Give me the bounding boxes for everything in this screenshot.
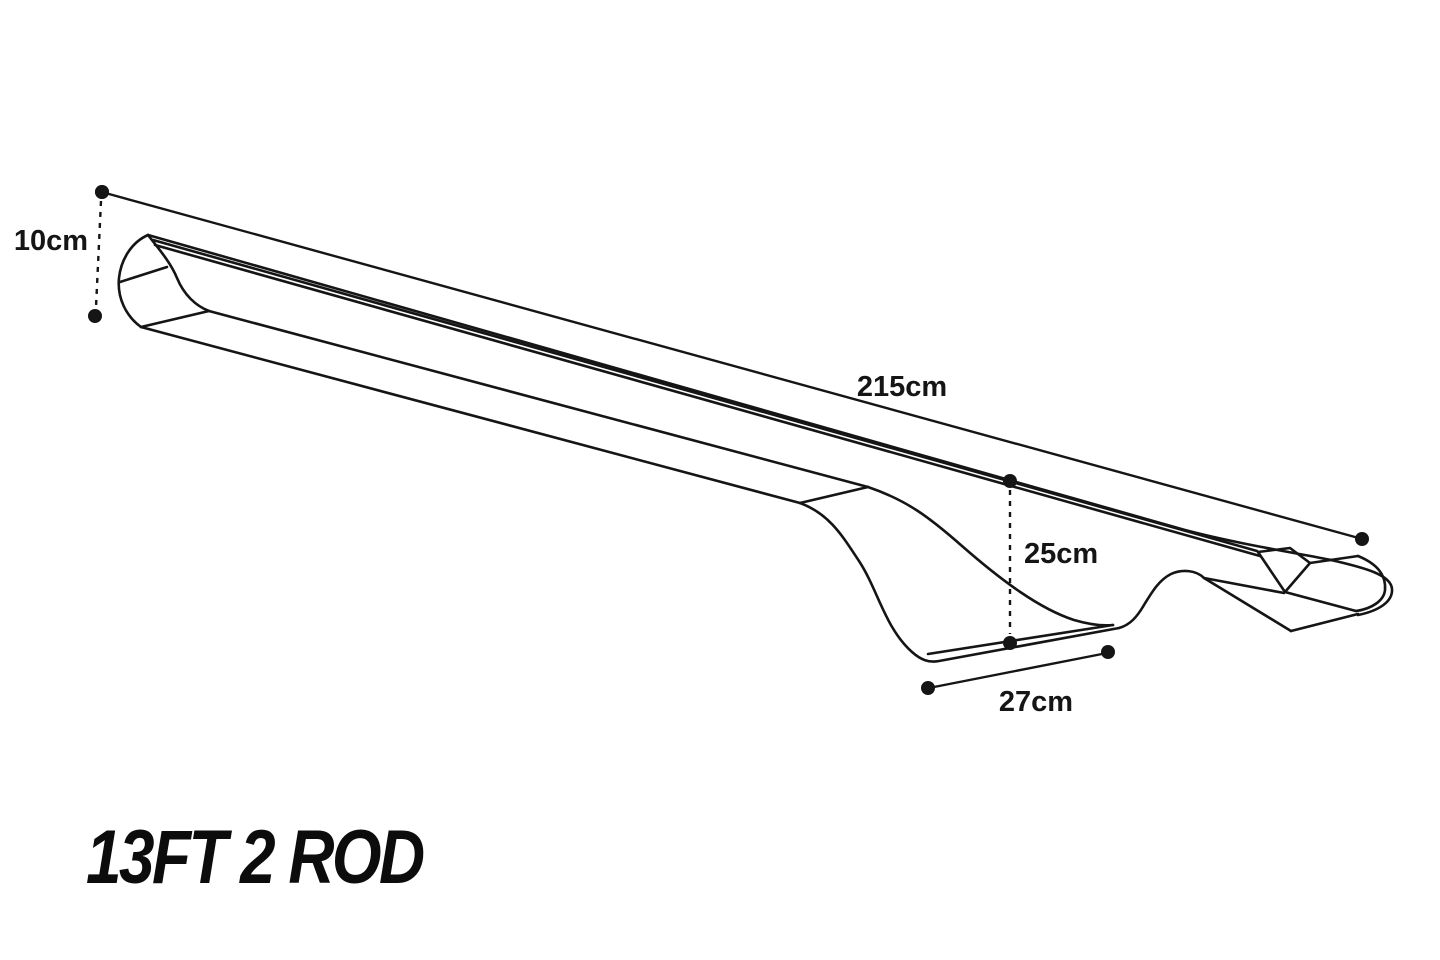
- end-bottom-edge: [1289, 612, 1360, 633]
- hump-to-facet-edge: [1202, 576, 1286, 595]
- dim-25cm-bottom-dot: [1003, 636, 1017, 650]
- dim-215cm-line: [107, 192, 1357, 539]
- pocket-front-curve: [866, 485, 1115, 627]
- bottom-silhouette: [139, 325, 802, 505]
- tail-front-edge: [1202, 576, 1293, 633]
- top-ridge-line: [146, 233, 1333, 562]
- seam-line-lower: [153, 243, 1262, 558]
- dimension-10cm: 10cm: [14, 185, 109, 323]
- dim-215cm-label: 215cm: [857, 371, 947, 403]
- dim-215cm-left-dot: [95, 185, 109, 199]
- dim-27cm-label: 27cm: [999, 686, 1073, 718]
- dimension-215cm: 215cm: [95, 185, 1369, 546]
- facet-to-cap-bottom: [1283, 590, 1358, 613]
- product-title: 13FT 2 ROD: [86, 815, 425, 900]
- body-lines: [139, 233, 1333, 562]
- dim-25cm-top-dot: [1003, 474, 1017, 488]
- seam-line-upper: [151, 238, 1259, 553]
- left-cap-crease: [118, 265, 169, 284]
- tail-end-cap: [1117, 546, 1394, 633]
- end-cap-outer-curve: [1329, 558, 1394, 617]
- dim-10cm-bottom-dot: [88, 309, 102, 323]
- pocket-top-edge: [798, 485, 870, 505]
- dimension-25cm: 25cm: [1003, 474, 1098, 650]
- left-cap-outline: [117, 233, 150, 329]
- dim-27cm-line: [932, 652, 1104, 689]
- pocket-base-inner-line: [926, 623, 1115, 656]
- dim-10cm-dashed-line: [94, 200, 103, 308]
- dim-27cm-right-dot: [1101, 645, 1115, 659]
- front-lower-edge: [207, 309, 870, 489]
- dim-10cm-label: 10cm: [14, 225, 88, 257]
- dim-215cm-right-dot: [1355, 532, 1369, 546]
- pocket-left-curve-and-base: [798, 501, 1121, 663]
- end-cap-inner-curve: [1354, 554, 1387, 613]
- left-cap-bottom-edge: [139, 309, 211, 329]
- dim-25cm-label: 25cm: [1024, 538, 1098, 570]
- dim-27cm-left-dot: [921, 681, 935, 695]
- tail-s-curve-hump: [1117, 569, 1206, 630]
- reel-pocket: [798, 485, 1121, 663]
- holdall-drawing: [117, 233, 1394, 663]
- dimension-27cm: 27cm: [921, 645, 1115, 718]
